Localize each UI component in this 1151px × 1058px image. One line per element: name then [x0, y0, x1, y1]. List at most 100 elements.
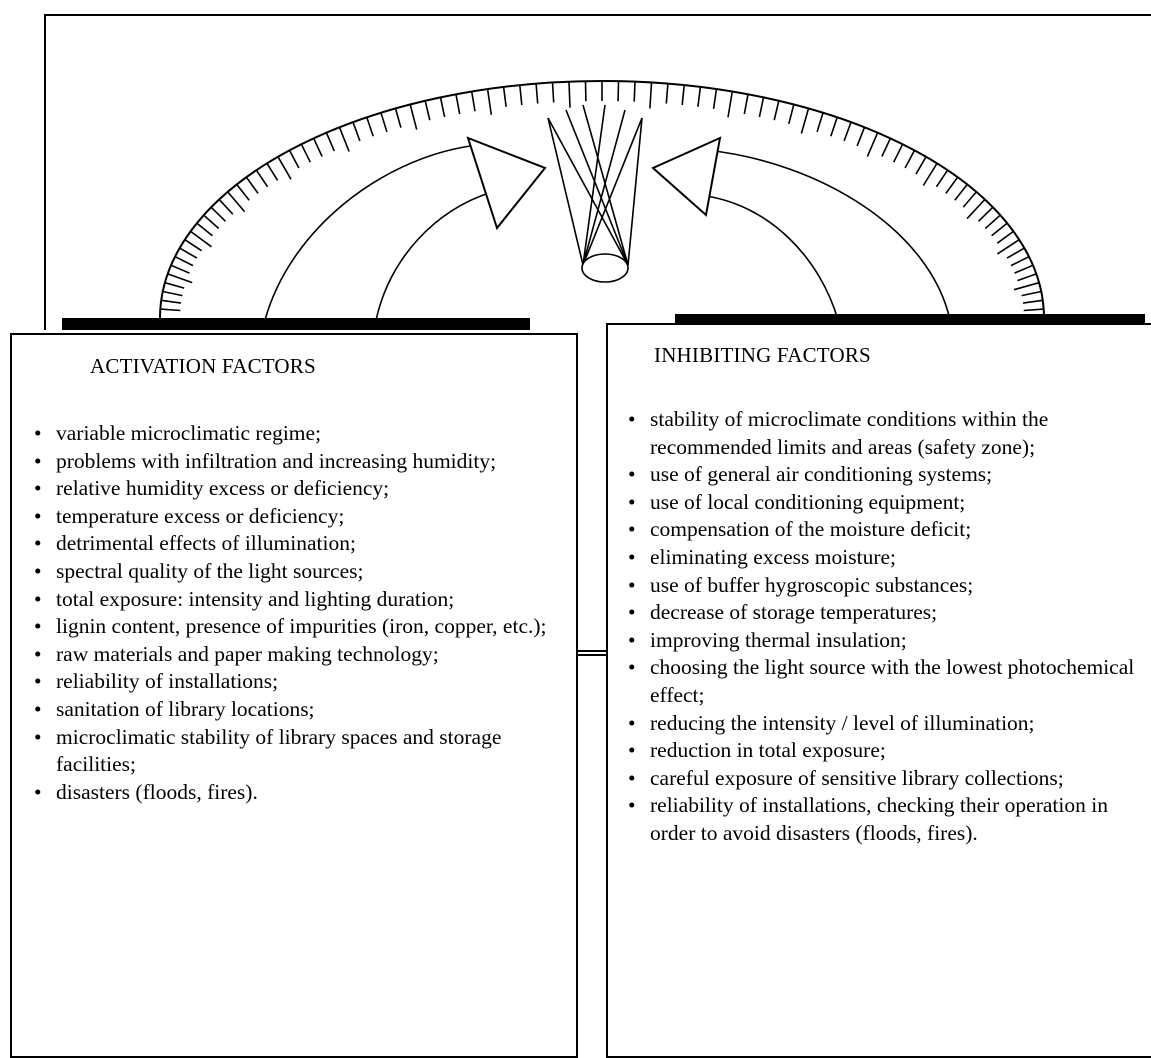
- inhibiting-item-text: compensation of the moisture deficit;: [650, 517, 971, 541]
- inhibiting-factors-list: • stability of microclimate conditions wi…: [626, 406, 1151, 848]
- scale-tick: [992, 223, 1008, 236]
- arrow-left-icon: [468, 138, 545, 228]
- activation-item-text: temperature excess or deficiency;: [56, 504, 344, 528]
- activation-item-text: relative humidity excess or deficiency;: [56, 476, 389, 500]
- scale-tick: [634, 82, 635, 102]
- scale-tick: [1011, 257, 1029, 266]
- bullet-icon: •: [628, 792, 636, 820]
- scale-tick: [381, 113, 387, 132]
- scale-tick: [197, 223, 213, 236]
- bullet-icon: •: [628, 627, 636, 655]
- bullet-icon: •: [34, 503, 42, 531]
- inner-arc-left-outer: [265, 146, 470, 320]
- bullet-icon: •: [34, 641, 42, 669]
- scale-tick: [744, 94, 748, 114]
- scale-tick: [301, 144, 310, 162]
- scale-tick: [441, 97, 445, 117]
- bullet-icon: •: [34, 558, 42, 586]
- scale-tick: [894, 144, 903, 162]
- bullet-icon: •: [34, 668, 42, 696]
- scale-tick: [175, 257, 193, 266]
- bullet-icon: •: [628, 710, 636, 738]
- scale-tick: [211, 207, 225, 221]
- inhibiting-item: • improving thermal insulation;: [626, 627, 1151, 655]
- scale-tick: [237, 185, 249, 201]
- scale-tick: [817, 113, 823, 132]
- activation-item: • temperature excess or deficiency;: [32, 503, 572, 531]
- activation-item: •spectral quality of the light sources;: [32, 558, 572, 586]
- inhibiting-item-text: stability of microclimate conditions wit…: [650, 407, 1048, 459]
- bullet-icon: •: [628, 765, 636, 793]
- inhibiting-item-text: use of general air conditioning systems;: [650, 462, 992, 486]
- panel-connector: [578, 650, 608, 656]
- activation-item-text: microclimatic stability of library space…: [56, 725, 501, 777]
- scale-tick: [180, 248, 197, 258]
- scale-tick: [882, 138, 890, 156]
- scale-tick: [204, 215, 219, 228]
- scale-tick: [165, 283, 184, 288]
- scale-tick: [246, 177, 258, 193]
- scale-tick: [1007, 248, 1024, 258]
- scale-tick: [396, 109, 401, 128]
- scale-tick: [267, 163, 278, 180]
- inhibiting-item: •use of local conditioning equipment;: [626, 489, 1151, 517]
- arrow-right-icon: [653, 138, 720, 215]
- bullet-icon: •: [628, 654, 636, 682]
- scale-tick: [171, 265, 189, 273]
- activation-item: •relative humidity excess or deficiency;: [32, 475, 572, 503]
- inhibiting-item-text: use of local conditioning equipment;: [650, 490, 965, 514]
- bullet-icon: •: [34, 724, 42, 752]
- balance-gauge-diagram: [0, 0, 1151, 340]
- scale-tick: [979, 207, 993, 221]
- activation-item: • sanitation of library locations;: [32, 696, 572, 724]
- activation-item-text: sanitation of library locations;: [56, 697, 315, 721]
- inhibiting-item: •choosing the light source with the lowe…: [626, 654, 1151, 709]
- inhibiting-item-text: reduction in total exposure;: [650, 738, 886, 762]
- needle-cone-icon: [548, 105, 642, 282]
- inhibiting-item-text: reliability of installations, checking t…: [650, 793, 1108, 845]
- bullet-icon: •: [628, 544, 636, 572]
- activation-factors-list: •variable microclimatic regime;•problems…: [32, 420, 572, 806]
- scale-tick: [831, 117, 837, 136]
- inhibiting-item: • use of general air conditioning systems…: [626, 461, 1151, 489]
- activation-item-text: disasters (floods, fires).: [56, 780, 258, 804]
- scale-tick: [472, 92, 475, 112]
- scale-tick: [946, 177, 958, 193]
- activation-item-text: lignin content, presence of impurities (…: [56, 614, 547, 638]
- inhibiting-item-text: reducing the intensity / level of illumi…: [650, 711, 1035, 735]
- bullet-icon: •: [628, 599, 636, 627]
- scale-tick: [504, 87, 507, 107]
- activation-item: •detrimental effects of illumination;: [32, 530, 572, 558]
- scale-tick: [228, 192, 245, 212]
- scale-tick: [650, 83, 652, 109]
- activation-item: • microclimatic stability of library spac…: [32, 724, 572, 779]
- scale-tick: [256, 170, 267, 187]
- scale-tick: [916, 157, 926, 174]
- inhibiting-factors-panel: INHIBITING FACTORS •stability of microcl…: [606, 323, 1151, 1058]
- inhibiting-item-text: improving thermal insulation;: [650, 628, 907, 652]
- bullet-icon: •: [34, 779, 42, 807]
- inhibiting-item: •reduction in total exposure;: [626, 737, 1151, 765]
- scale-tick: [553, 83, 554, 103]
- scale-tick: [698, 87, 701, 107]
- scale-tick: [955, 185, 967, 201]
- scale-tick: [456, 94, 460, 114]
- bullet-icon: •: [34, 613, 42, 641]
- activation-item: •total exposure: intensity and lighting …: [32, 586, 572, 614]
- scale-tick: [161, 300, 181, 303]
- activation-item-text: total exposure: intensity and lighting d…: [56, 587, 454, 611]
- bullet-icon: •: [34, 696, 42, 724]
- activation-item: • raw materials and paper making technolo…: [32, 641, 572, 669]
- scale-tick: [488, 89, 492, 115]
- scale-tick: [1023, 300, 1043, 303]
- scale-tick: [353, 122, 360, 141]
- scale-tick: [290, 150, 299, 168]
- activation-item-text: raw materials and paper making technolog…: [56, 642, 439, 666]
- inhibiting-item: •careful exposure of sensitive library c…: [626, 765, 1151, 793]
- scale-tick: [867, 133, 877, 157]
- inner-arc-right-inner: [706, 196, 838, 320]
- inhibiting-item: •stability of microclimate conditions wi…: [626, 406, 1151, 461]
- activation-item: • lignin content, presence of impurities …: [32, 613, 572, 641]
- scale-tick: [160, 309, 180, 310]
- bullet-icon: •: [628, 461, 636, 489]
